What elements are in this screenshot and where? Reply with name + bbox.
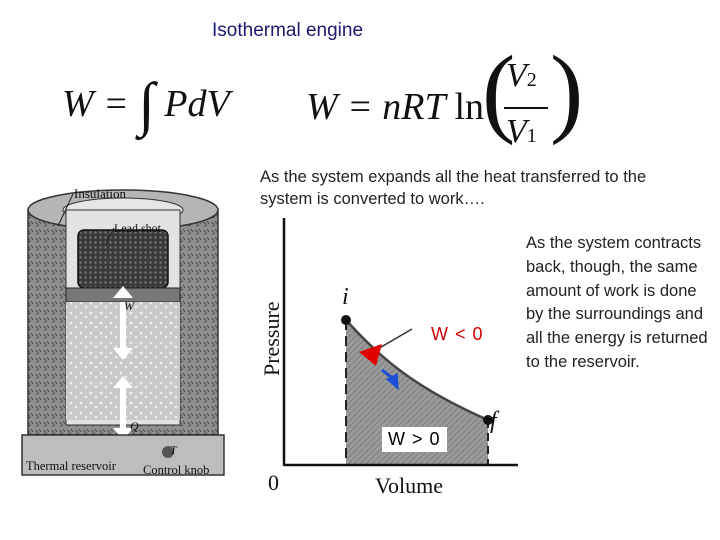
work-arrow-down xyxy=(113,348,133,360)
equation-rhs: PdV xyxy=(164,83,230,125)
control-knob-label: Control knob xyxy=(143,463,209,477)
work-negative-label: W < 0 xyxy=(426,322,489,347)
fraction-numerator: V2 xyxy=(506,57,537,94)
initial-point xyxy=(341,315,351,325)
fraction-denominator: V1 xyxy=(506,113,537,150)
contraction-caption: As the system contracts back, though, th… xyxy=(526,234,708,371)
left-parenthesis: ( xyxy=(482,35,516,146)
slide-title: Isothermal engine xyxy=(212,20,364,41)
piston-cylinder-figure: Insulation Lead shot W Q T Thermal reser… xyxy=(21,186,225,477)
final-point xyxy=(483,415,493,425)
contract-arrow-red xyxy=(359,344,382,366)
lead-shot-label: Lead shot xyxy=(114,221,162,235)
insulation-label: Insulation xyxy=(74,186,126,201)
work-arrow-up xyxy=(113,286,133,298)
isothermal-work-equation: W = nRT ln ( V2 V1 ) xyxy=(300,41,583,160)
work-integral-equation: W = ∫ PdV xyxy=(62,70,230,139)
work-positive-label: W > 0 xyxy=(382,427,447,452)
initial-point-label: i xyxy=(342,284,349,310)
heat-arrow-down xyxy=(113,428,133,440)
integral-sign: ∫ xyxy=(138,71,155,137)
right-parenthesis: ) xyxy=(550,35,584,146)
expand-arrow-blue xyxy=(385,372,399,391)
ln-operator: ln xyxy=(454,86,485,128)
equation-lhs: W = xyxy=(62,83,129,125)
isotherm-curve xyxy=(345,319,489,422)
q-label: Q xyxy=(130,419,139,433)
t-label: T xyxy=(170,443,178,457)
pv-diagram: Pressure Volume 0 i f xyxy=(259,218,518,498)
expansion-caption: As the system expands all the heat trans… xyxy=(256,164,694,212)
thermal-reservoir-label: Thermal reservoir xyxy=(26,459,117,473)
equation-lhs: W = nRT xyxy=(306,86,445,128)
y-axis-label: Pressure xyxy=(259,301,284,376)
origin-label: 0 xyxy=(268,470,279,495)
x-axis-label: Volume xyxy=(375,473,443,498)
heat-arrow-up xyxy=(113,376,133,388)
w-label: W xyxy=(124,299,135,313)
lead-shot xyxy=(77,229,169,289)
final-point-label: f xyxy=(490,408,500,434)
control-knob xyxy=(162,446,174,458)
thermal-reservoir-block xyxy=(21,434,225,476)
fraction-bar xyxy=(504,107,548,109)
